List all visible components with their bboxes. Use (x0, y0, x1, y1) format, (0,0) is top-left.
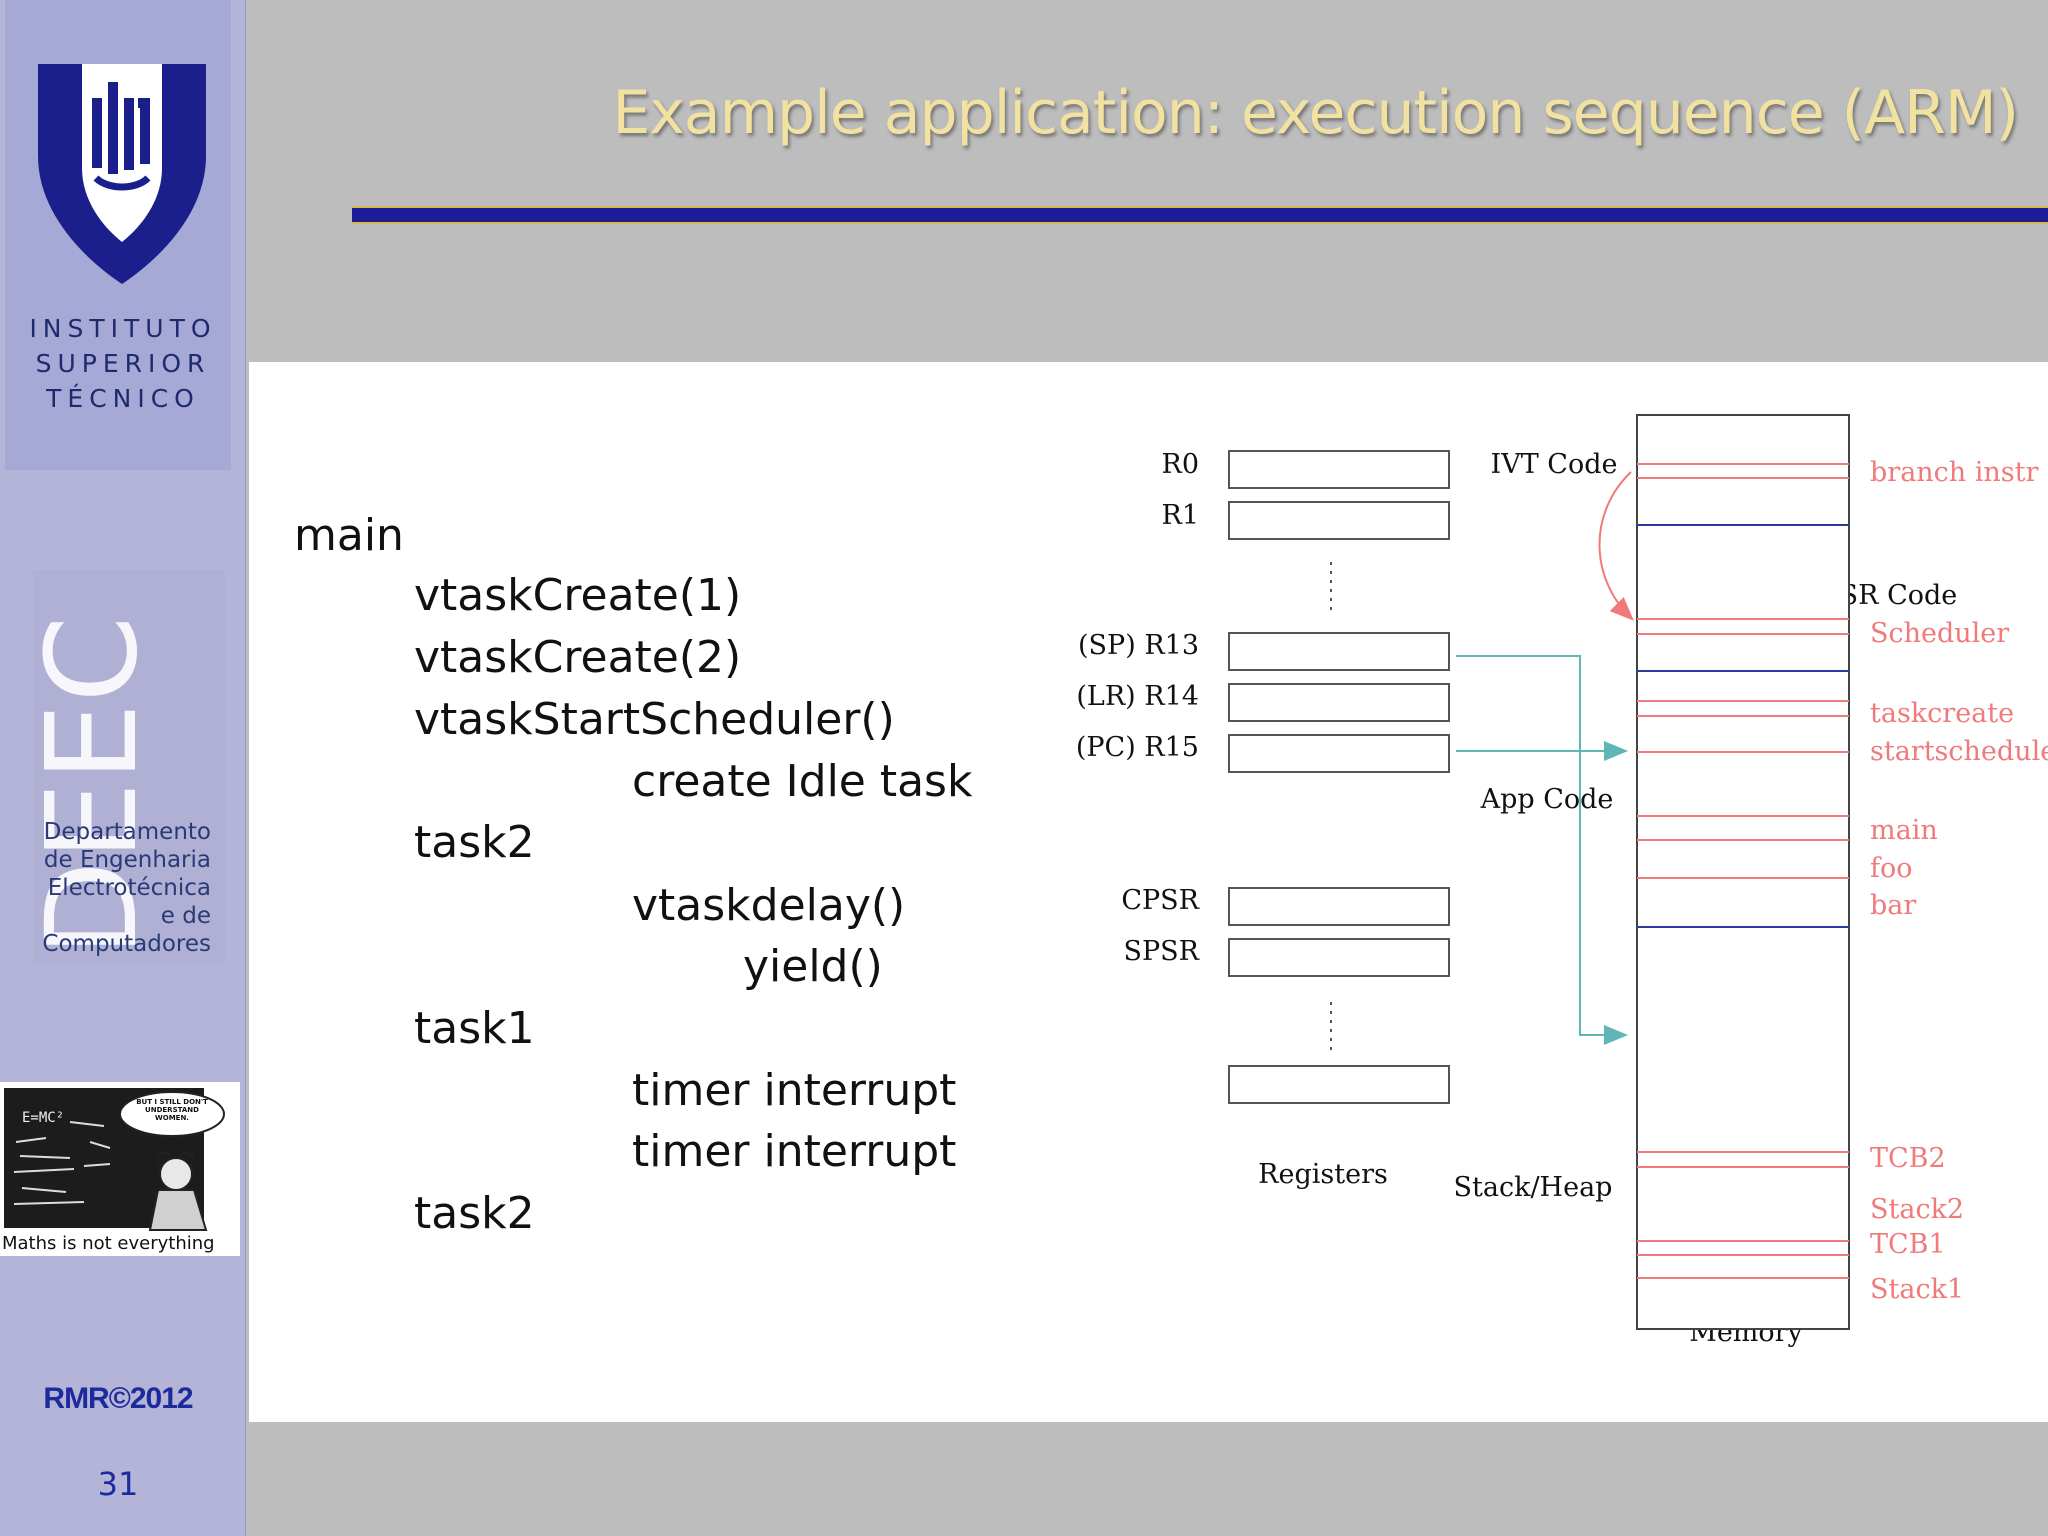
department-line-5: Computadores (42, 931, 211, 957)
svg-text:DEEC: DEEC (27, 616, 147, 958)
memory-label-branch-instr: branch instr (1870, 457, 2039, 488)
code-line-timer-interrupt-2: timer interrupt (632, 1126, 957, 1177)
memory-label-stack1: Stack1 (1870, 1274, 1964, 1305)
memory-label-tcb1: TCB1 (1870, 1229, 1946, 1260)
svg-text:E=MC²: E=MC² (22, 1110, 64, 1126)
register-label-r1: R1 (1161, 500, 1199, 531)
department-line-1: Departamento (43, 819, 211, 845)
institute-name-line-3: TÉCNICO (46, 384, 200, 413)
register-box-r15 (1228, 734, 1450, 773)
title-underline-rule (352, 206, 2048, 224)
memory-label-tcb2: TCB2 (1870, 1143, 1946, 1174)
register-box-cpsr (1228, 887, 1450, 926)
register-label-spsr: SPSR (1124, 936, 1200, 967)
registers-caption: Registers (1258, 1159, 1388, 1190)
register-label-r0: R0 (1161, 449, 1199, 480)
isr-code-label: ISR Code (1829, 580, 1957, 611)
einstein-cartoon: E=MC² BUT I STILL DON'T UNDERSTAND WOMEN… (0, 1082, 240, 1256)
ist-shield-icon (38, 64, 206, 284)
register-box-r0 (1228, 450, 1450, 489)
deec-logo-block: DEEC Departamento de Engenharia Electrot… (27, 570, 225, 965)
arm-memory-register-diagram: R0 R1 (SP) R13 (LR) R14 (PC) R15 CPSR SP… (1076, 414, 2048, 1348)
cartoon-caption: Maths is not everything (2, 1233, 215, 1254)
code-line-vtaskdelay: vtaskdelay() (632, 880, 906, 931)
code-line-timer-interrupt-1: timer interrupt (632, 1065, 957, 1116)
code-line-task2: task2 (414, 817, 535, 868)
institute-name-line-2: SUPERIOR (35, 349, 211, 378)
department-line-2: de Engenharia (43, 847, 211, 873)
copyright-text: RMR©2012 (43, 1382, 193, 1415)
code-line-vtaskcreate-2: vtaskCreate(2) (414, 632, 742, 683)
code-line-task2-again: task2 (414, 1188, 535, 1239)
memory-label-main: main (1870, 815, 1938, 846)
register-box-last (1228, 1065, 1450, 1104)
code-line-create-idle-task: create Idle task (632, 756, 973, 807)
code-line-main: main (294, 510, 404, 561)
code-line-vtaskcreate-1: vtaskCreate(1) (414, 570, 742, 621)
branch-to-scheduler-arrow (1598, 471, 1634, 621)
content-panel: main vtaskCreate(1) vtaskCreate(2) vtask… (249, 362, 2048, 1422)
memory-pink-dividers (1637, 463, 1849, 1279)
register-label-r14: (LR) R14 (1076, 681, 1199, 712)
memory-label-taskcreate: taskcreate (1870, 698, 2014, 729)
department-line-3: Electrotécnica (47, 875, 211, 901)
slide-title: Example application: execution sequence … (612, 78, 2019, 148)
code-line-vtaskstartscheduler: vtaskStartScheduler() (414, 694, 895, 745)
memory-label-stack2: Stack2 (1870, 1194, 1964, 1225)
sidebar: INSTITUTO SUPERIOR TÉCNICO DEEC Departam… (0, 0, 246, 1536)
chalkboard-cartoon-image: E=MC² BUT I STILL DON'T UNDERSTAND WOMEN… (4, 1088, 225, 1231)
memory-label-startscheduler: startscheduler (1870, 736, 2048, 767)
stack-heap-label: Stack/Heap (1454, 1172, 1613, 1203)
deec-letters-logo: DEEC (27, 616, 147, 958)
memory-label-foo: foo (1870, 853, 1913, 884)
sp-to-stack-arrow (1456, 655, 1628, 1045)
institute-name-line-1: INSTITUTO (29, 314, 217, 343)
register-box-spsr (1228, 938, 1450, 977)
register-label-r13: (SP) R13 (1078, 630, 1199, 661)
register-box-r13 (1228, 632, 1450, 671)
code-line-yield: yield() (743, 941, 883, 992)
register-box-r1 (1228, 501, 1450, 540)
department-line-4: e de (160, 903, 211, 929)
memory-label-bar: bar (1870, 890, 1916, 921)
memory-column (1636, 414, 1850, 1330)
ist-logo-block: INSTITUTO SUPERIOR TÉCNICO (5, 0, 231, 470)
slide-number: 31 (97, 1465, 139, 1503)
app-code-label: App Code (1480, 784, 1614, 815)
memory-label-scheduler: Scheduler (1870, 618, 2009, 649)
register-label-cpsr: CPSR (1121, 885, 1199, 916)
register-box-r14 (1228, 683, 1450, 722)
memory-blue-dividers (1637, 524, 1849, 928)
register-label-r15: (PC) R15 (1076, 732, 1199, 763)
ivt-code-label: IVT Code (1491, 449, 1618, 480)
code-line-task1: task1 (414, 1003, 535, 1054)
